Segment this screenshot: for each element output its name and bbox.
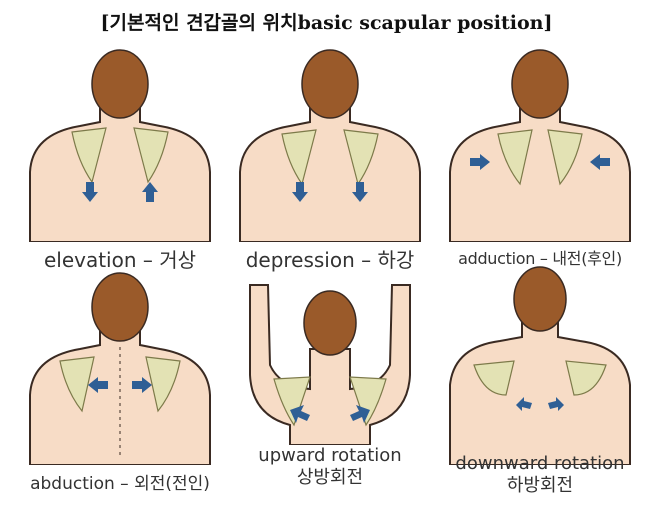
arrow-up-icon — [82, 182, 98, 202]
caption-adduction: adduction – 내전(후인) — [458, 249, 622, 268]
left-scapula — [59, 356, 95, 413]
left-scapula — [273, 376, 311, 427]
caption-upward-rotation: upward rotation 상방회전 — [220, 445, 440, 489]
panel-abduction: abduction – 외전(전인) — [20, 265, 220, 494]
left-scapula — [473, 360, 515, 396]
caption-downward-rotation-line2: 하방회전 — [506, 475, 574, 496]
caption-downward-rotation: downward rotation 하방회전 — [430, 453, 650, 497]
arrow-left-icon — [88, 377, 108, 393]
arrow-right-icon — [470, 154, 490, 170]
arrow-right-icon — [132, 377, 152, 393]
back-illustration-abduction — [29, 272, 211, 465]
arrow-rotate-icon — [350, 405, 370, 423]
back-illustration-adduction — [449, 49, 631, 242]
arrow-up-icon — [142, 182, 158, 202]
right-scapula — [349, 376, 387, 427]
back-illustration-downward-rotation — [449, 266, 631, 465]
caption-upward-rotation-line1: upward rotation — [258, 445, 402, 466]
caption-elevation: elevation – 거상 — [43, 248, 197, 272]
arrow-rotate-icon — [548, 397, 564, 411]
caption-upward-rotation-line2: 상방회전 — [296, 467, 364, 488]
arrow-rotate-icon — [516, 397, 532, 411]
back-illustration-depression — [239, 49, 421, 242]
right-scapula — [565, 360, 607, 396]
panel-downward-rotation: downward rotation 하방회전 — [440, 265, 640, 496]
figure-title: [기본적인 견갑골의 위치basic scapular position] — [100, 12, 553, 34]
arrow-left-icon — [590, 154, 610, 170]
right-scapula — [547, 129, 583, 186]
back-illustration-elevation — [29, 49, 211, 242]
panel-adduction: adduction – 내전(후인) — [440, 42, 640, 268]
arrow-down-icon — [352, 182, 368, 202]
panel-upward-rotation: upward rotation 상방회전 — [230, 265, 430, 488]
caption-downward-rotation-line1: downward rotation — [455, 453, 625, 474]
caption-depression: depression – 하강 — [245, 248, 415, 272]
left-scapula — [497, 129, 533, 186]
right-scapula — [133, 127, 169, 184]
panel-depression: depression – 하강 — [230, 42, 430, 272]
panel-elevation: elevation – 거상 — [20, 42, 220, 272]
arrow-rotate-icon — [290, 405, 310, 423]
back-illustration-upward-rotation — [249, 284, 411, 445]
caption-abduction: abduction – 외전(전인) — [30, 474, 210, 494]
arrow-down-icon — [292, 182, 308, 202]
right-scapula — [145, 356, 181, 413]
